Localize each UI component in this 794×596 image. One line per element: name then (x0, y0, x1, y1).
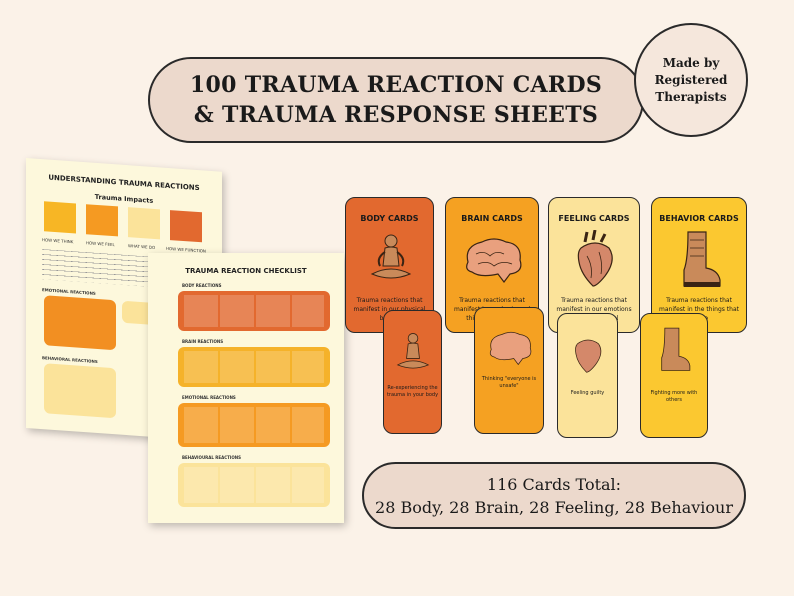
boot-icon (128, 207, 160, 240)
impact-do: WHAT WE DO (128, 243, 156, 251)
badge-line-1: Made by (662, 55, 720, 70)
badge-line-3: Therapists (655, 89, 727, 104)
behavior-card: BEHAVIOR CARDS Trauma reactions that man… (651, 197, 747, 333)
card-total-banner: 116 Cards Total: 28 Body, 28 Brain, 28 F… (362, 462, 746, 529)
behavioral-block (44, 363, 116, 419)
therapist-badge: Made by Registered Therapists (634, 23, 748, 137)
brain-example-text: Thinking "everyone is unsafe" (481, 376, 537, 389)
behavioural-checklist (178, 463, 330, 507)
feeling-example-text: Feeling guilty (570, 390, 605, 396)
behavior-example-text: Fighting more with others (650, 390, 698, 403)
title-line-2: & TRAUMA RESPONSE SHEETS (193, 102, 599, 128)
section-body: BODY REACTIONS (182, 283, 222, 288)
emotional-checklist (178, 403, 330, 447)
meditation-icon (170, 210, 202, 243)
total-line-2: 28 Body, 28 Brain, 28 Feeling, 28 Behavi… (375, 497, 733, 517)
behavior-example-card: Fighting more with others (640, 313, 708, 438)
body-card-title: BODY CARDS (360, 214, 419, 223)
title-banner: 100 TRAUMA REACTION CARDS & TRAUMA RESPO… (148, 57, 644, 143)
sheet2-title: TRAUMA REACTION CHECKLIST (185, 267, 307, 275)
body-card: BODY CARDS Trauma reactions that manifes… (345, 197, 434, 333)
meditation-icon (370, 234, 412, 279)
checklist-sheet: TRAUMA REACTION CHECKLIST BODY REACTIONS… (148, 253, 344, 523)
brain-icon (466, 238, 522, 283)
impact-feel: HOW WE FEEL (86, 240, 115, 248)
impact-think: HOW WE THINK (42, 237, 74, 245)
body-checklist (178, 291, 330, 331)
behavior-card-title: BEHAVIOR CARDS (659, 214, 739, 223)
feeling-card: FEELING CARDS Trauma reactions that mani… (548, 197, 640, 333)
heart-icon (575, 339, 602, 373)
total-line-1: 116 Cards Total: (486, 474, 622, 494)
brain-checklist (178, 347, 330, 387)
feeling-card-title: FEELING CARDS (558, 214, 630, 223)
heart-icon (577, 230, 613, 287)
brain-example-card: Thinking "everyone is unsafe" (474, 307, 544, 434)
behavioral-heading: BEHAVIORAL REACTIONS (42, 355, 98, 365)
badge-line-2: Registered (654, 72, 728, 87)
section-brain: BRAIN REACTIONS (182, 339, 224, 344)
emotional-block (44, 295, 116, 351)
heart-icon (86, 204, 118, 237)
section-emotional: EMOTIONAL REACTIONS (182, 395, 236, 400)
boot-icon (683, 231, 721, 287)
feeling-example-card: Feeling guilty (557, 313, 618, 438)
brain-card-title: BRAIN CARDS (461, 214, 523, 223)
meditation-icon (396, 333, 430, 369)
body-example-text: Re-experiencing the trauma in your body (386, 385, 439, 398)
boot-icon (661, 327, 691, 371)
emotional-heading: EMOTIONAL REACTIONS (42, 287, 96, 296)
body-example-card: Re-experiencing the trauma in your body (383, 310, 442, 434)
title-line-1: 100 TRAUMA REACTION CARDS (189, 72, 603, 98)
brain-icon (489, 331, 532, 366)
section-behavioural: BEHAVIOURAL REACTIONS (182, 455, 241, 460)
brain-icon (44, 201, 76, 234)
